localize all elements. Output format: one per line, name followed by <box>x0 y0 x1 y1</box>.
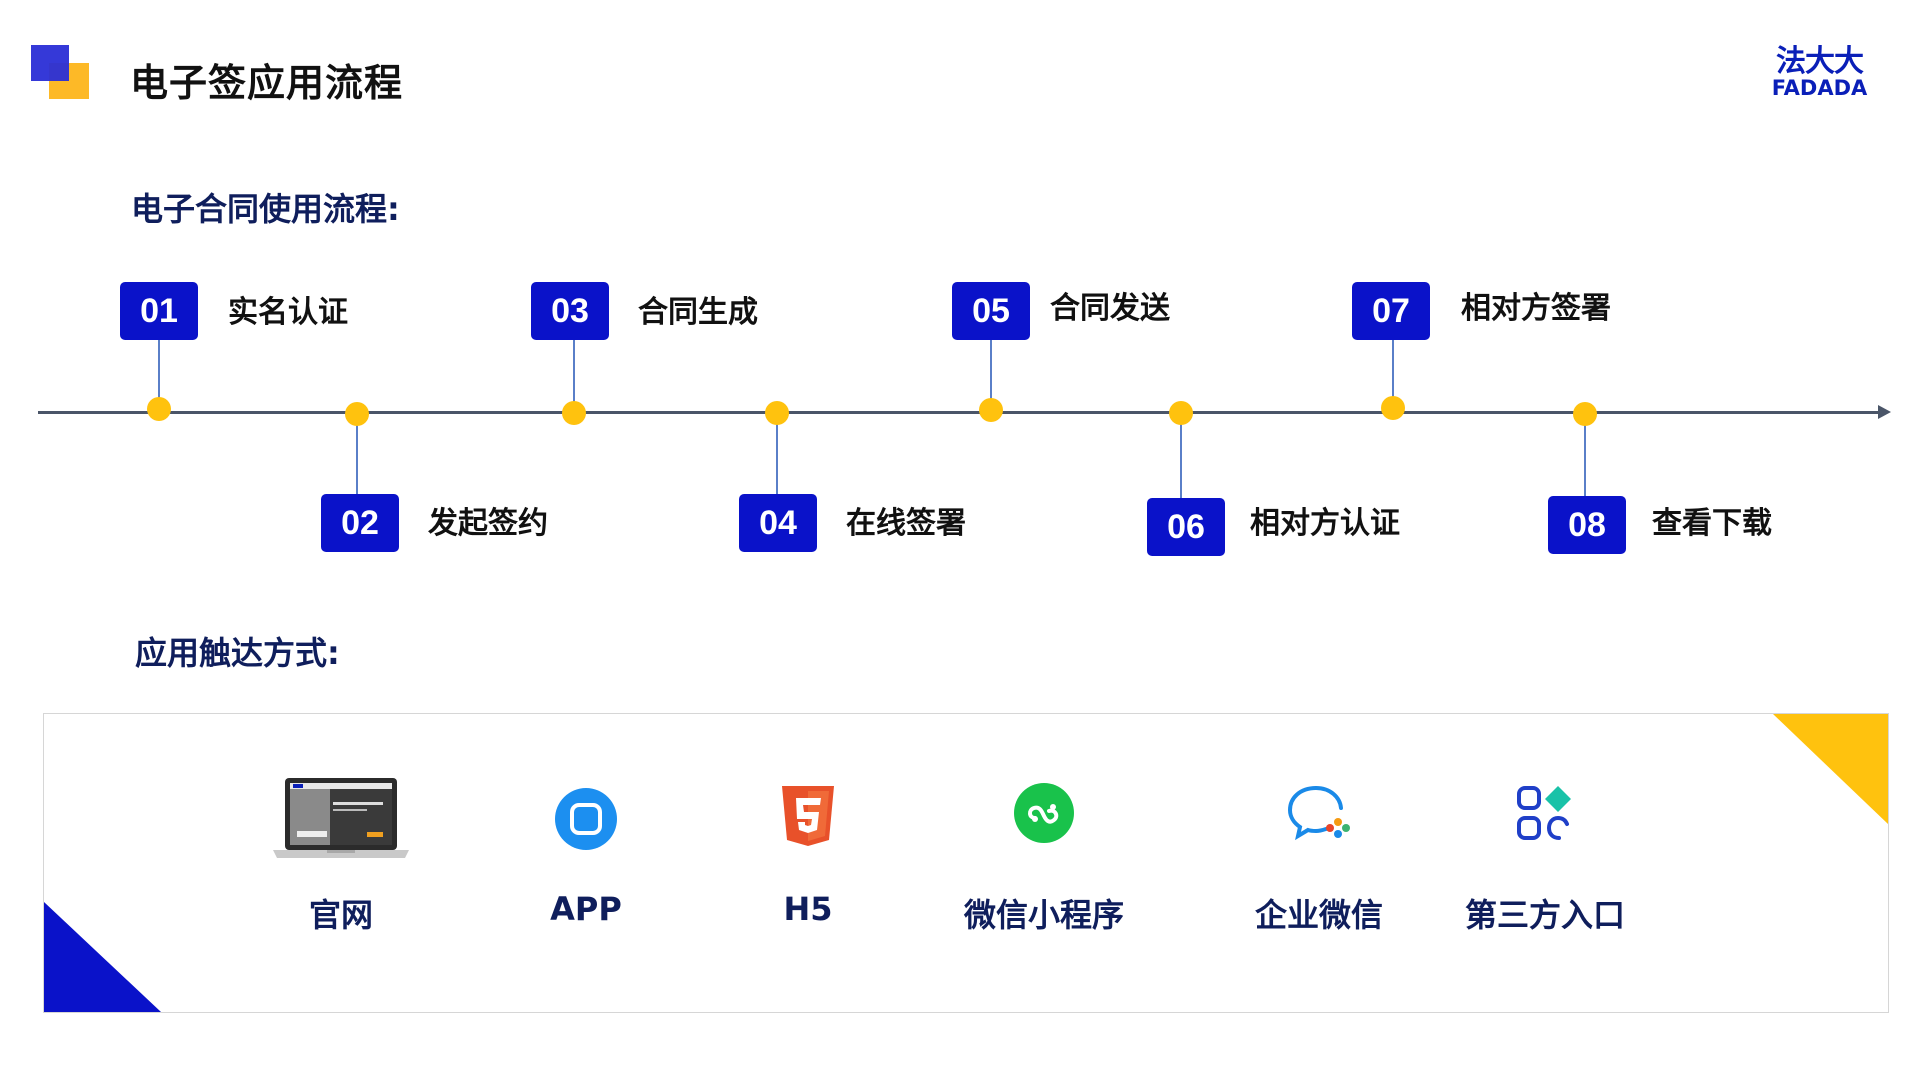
timeline-axis <box>38 411 1882 414</box>
corner-squares-logo <box>31 45 89 99</box>
channel-label: 第三方入口 <box>1464 896 1625 934</box>
step-badge-05: 05 <box>952 282 1030 340</box>
step-connector <box>158 340 160 408</box>
third-party-apps-icon <box>1517 786 1571 840</box>
step-badge-01: 01 <box>120 282 198 340</box>
timeline-arrow-icon <box>1878 405 1891 419</box>
channel-label: 官网 <box>308 896 373 934</box>
channel-app: APP <box>476 776 696 928</box>
step-label-05: 合同发送 <box>1050 291 1170 326</box>
channel-website: 官网 <box>231 776 451 936</box>
step-label-02: 发起签约 <box>428 506 548 541</box>
step-dot <box>1169 401 1193 425</box>
flow-heading: 电子合同使用流程: <box>131 190 400 228</box>
step-dot <box>147 397 171 421</box>
wecom-icon <box>1287 786 1350 841</box>
step-connector <box>776 414 778 496</box>
step-connector <box>356 414 358 496</box>
corner-square-blue <box>31 45 69 81</box>
step-label-08: 查看下载 <box>1652 506 1772 541</box>
step-connector <box>1180 414 1182 500</box>
channel-label: 企业微信 <box>1254 896 1383 934</box>
app-icon <box>555 788 617 850</box>
step-badge-06: 06 <box>1147 498 1225 556</box>
step-label-03: 合同生成 <box>638 295 758 330</box>
step-label-04: 在线签署 <box>846 506 966 541</box>
channel-wechat-miniprogram: 微信小程序 <box>934 776 1154 936</box>
corner-triangle-blue <box>44 902 161 1012</box>
step-badge-07: 07 <box>1352 282 1430 340</box>
step-label-01: 实名认证 <box>228 295 348 330</box>
step-label-06: 相对方认证 <box>1250 506 1400 541</box>
brand-logo-cn: 法大大 <box>1776 44 1864 79</box>
step-connector <box>573 340 575 412</box>
channel-label: APP <box>550 890 622 928</box>
step-dot <box>345 402 369 426</box>
reach-heading: 应用触达方式: <box>135 634 340 672</box>
step-badge-03: 03 <box>531 282 609 340</box>
step-connector <box>990 340 992 410</box>
wechat-miniprogram-icon <box>1014 783 1074 843</box>
channel-label: H5 <box>783 890 833 928</box>
step-dot <box>1381 396 1405 420</box>
step-label-07: 相对方签署 <box>1461 291 1611 326</box>
brand-logo: 法大大 FADADA <box>1757 44 1882 100</box>
step-connector <box>1584 414 1586 498</box>
step-dot <box>979 398 1003 422</box>
corner-triangle-yellow <box>1773 714 1888 824</box>
html5-icon <box>782 786 834 846</box>
laptop-icon <box>273 778 409 858</box>
step-dot <box>765 401 789 425</box>
step-connector <box>1392 340 1394 408</box>
step-badge-04: 04 <box>739 494 817 552</box>
channel-third-party: 第三方入口 <box>1435 776 1655 936</box>
step-dot <box>562 401 586 425</box>
reach-panel: 官网 APP H5 <box>43 713 1889 1013</box>
step-badge-02: 02 <box>321 494 399 552</box>
step-dot <box>1573 402 1597 426</box>
channel-wecom: 企业微信 <box>1209 776 1429 936</box>
page-title: 电子签应用流程 <box>130 61 404 105</box>
step-badge-08: 08 <box>1548 496 1626 554</box>
channel-h5: H5 <box>698 776 918 928</box>
channel-label: 微信小程序 <box>963 896 1124 934</box>
brand-logo-en: FADADA <box>1771 76 1868 100</box>
